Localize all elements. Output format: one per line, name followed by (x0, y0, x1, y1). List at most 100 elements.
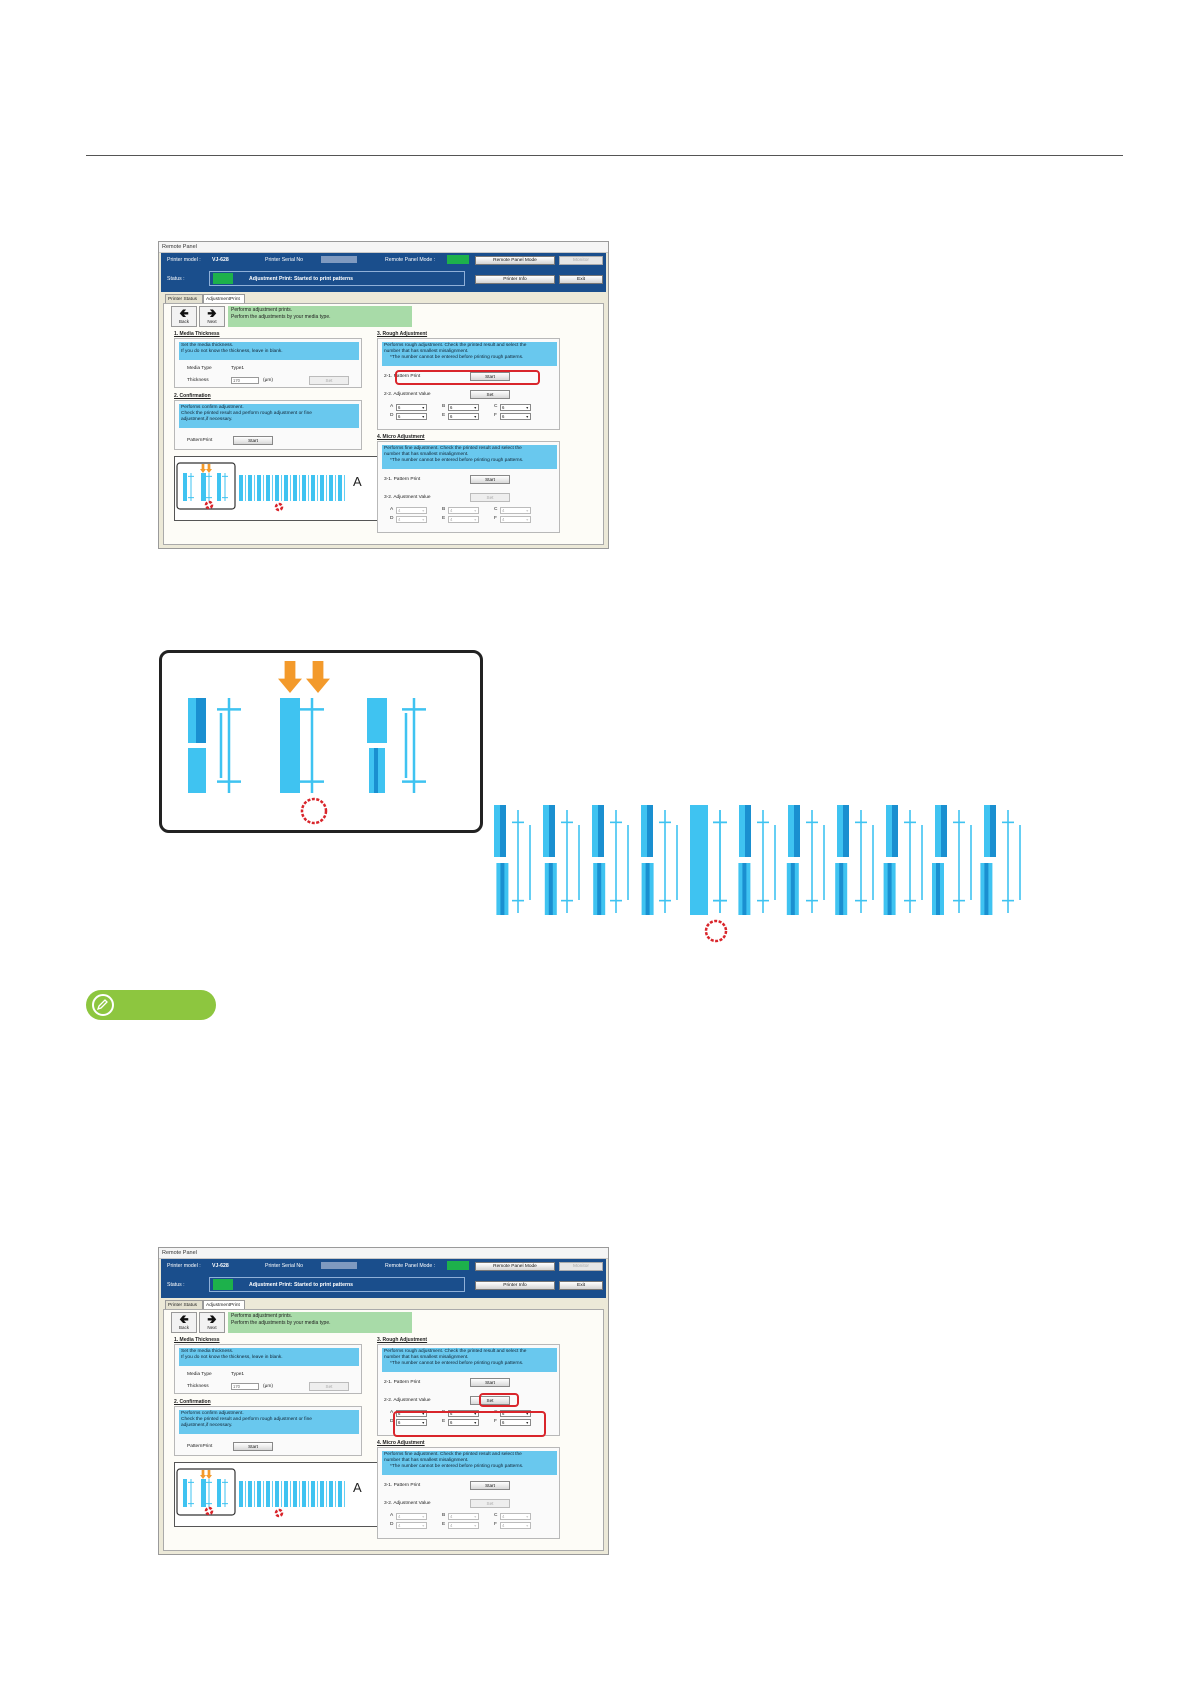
next-button[interactable]: 🢂 Next (199, 306, 225, 327)
info-line: Performs fine adjustment. Check the prin… (384, 1452, 522, 1457)
status-text: Adjustment Print: Started to print patte… (249, 276, 354, 282)
down-arrow-icon (306, 661, 330, 693)
pattern-bar (936, 863, 940, 915)
value-dropdown-e[interactable]: 6 (448, 1419, 479, 1426)
back-arrow-icon: 🢀 (179, 306, 189, 320)
value-dropdown-f[interactable]: 6 (500, 413, 531, 420)
pattern-bar (217, 473, 221, 501)
section-divider (86, 155, 1123, 156)
next-arrow-icon: 🢂 (207, 306, 217, 320)
status-frame (209, 271, 465, 286)
thickness-set-button[interactable]: Set (309, 1382, 349, 1391)
value-dropdown-b[interactable]: 4 (448, 1513, 479, 1520)
thickness-label: Thickness (187, 1384, 209, 1389)
thickness-unit: (μm) (263, 378, 273, 383)
tab-printer-status[interactable]: Printer Status (165, 294, 203, 303)
mode-indicator (447, 255, 469, 264)
exit-button[interactable]: Exit (559, 1281, 603, 1290)
thickness-input[interactable]: 170 (231, 377, 259, 384)
info-line: number that has smallest misalignment. (384, 1458, 469, 1463)
micro-set-button[interactable]: Set (470, 1499, 510, 1508)
value-dropdown-d[interactable]: 6 (396, 1419, 427, 1426)
micro-set-button[interactable]: Set (470, 493, 510, 502)
monitor-button[interactable]: Monitor (559, 256, 603, 265)
status-text: Adjustment Print: Started to print patte… (249, 1282, 354, 1288)
rough-start-button[interactable]: Start (470, 372, 510, 381)
value-dropdown-a[interactable]: 4 (396, 1513, 427, 1520)
exit-button[interactable]: Exit (559, 275, 603, 284)
serial-value-field (321, 256, 357, 263)
back-button[interactable]: 🢀 Back (171, 1312, 197, 1333)
micro-start-button[interactable]: Start (470, 1481, 510, 1490)
value-dropdown-c[interactable]: 4 (500, 507, 531, 514)
thickness-input[interactable]: 170 (231, 1383, 259, 1390)
info-line: *The number cannot be entered before pri… (390, 458, 524, 463)
value-dropdown-e[interactable]: 4 (448, 1522, 479, 1529)
value-dropdown-d[interactable]: 4 (396, 516, 427, 523)
rough-set-button[interactable]: Set (470, 1396, 510, 1405)
value-dropdown-f[interactable]: 4 (500, 1522, 531, 1529)
value-dropdown-c[interactable]: 6 (500, 404, 531, 411)
adjustment-body: 🢀 Back 🢂 Next Performs adjustment prints… (163, 303, 604, 545)
confirmation-info: Performs confirm adjustment. Check the p… (179, 404, 359, 428)
micro-adjust-value-label: 3-2. Adjustment Value (384, 495, 431, 500)
value-dropdown-b[interactable]: 4 (448, 507, 479, 514)
value-dropdown-b[interactable]: 6 (448, 404, 479, 411)
value-dropdown-d[interactable]: 6 (396, 413, 427, 420)
monitor-button[interactable]: Monitor (559, 1262, 603, 1271)
pattern-bar (641, 805, 650, 857)
confirm-start-button[interactable]: Start (233, 436, 273, 445)
value-dropdown-c[interactable]: 6 (500, 1410, 531, 1417)
down-arrow-icon (206, 1470, 212, 1479)
rough-adjust-value-label: 2-2. Adjustment Value (384, 1398, 431, 1403)
value-dropdown-b[interactable]: 6 (448, 1410, 479, 1417)
micro-start-button[interactable]: Start (470, 475, 510, 484)
value-dropdown-a[interactable]: 4 (396, 507, 427, 514)
highlight-pattern-print (395, 370, 540, 385)
pattern-bar (311, 1481, 315, 1507)
pattern-bar (990, 805, 996, 857)
status-label: Status : (167, 276, 185, 282)
tab-adjustment-print[interactable]: AdjustmentPrint (203, 294, 245, 303)
mini-zoom-frame (176, 1468, 236, 1516)
pattern-bar (302, 1481, 306, 1507)
confirmation-box: Performs confirm adjustment. Check the p… (174, 1406, 362, 1456)
value-dropdown-f[interactable]: 6 (500, 1419, 531, 1426)
remote-panel-mode-button[interactable]: Remote Panel Mode (475, 1262, 555, 1271)
hand-drawn-circle-mark (300, 797, 328, 825)
pattern-bar (592, 805, 601, 857)
media-type-label: Media Type (187, 1372, 212, 1377)
info-line: *The number cannot be entered before pri… (390, 1464, 524, 1469)
mode-label: Remote Panel Mode : (385, 257, 436, 263)
value-dropdown-a[interactable]: 6 (396, 404, 427, 411)
tab-adjustment-print[interactable]: AdjustmentPrint (203, 1300, 245, 1309)
pattern-bar (188, 748, 206, 793)
rough-set-button[interactable]: Set (470, 390, 510, 399)
thickness-set-button[interactable]: Set (309, 376, 349, 385)
value-dropdown-e[interactable]: 6 (448, 413, 479, 420)
pattern-bar (739, 805, 748, 857)
value-dropdown-c[interactable]: 4 (500, 1513, 531, 1520)
pattern-bar (293, 1481, 297, 1507)
printer-model-value: VJ-628 (212, 257, 229, 263)
value-dropdown-e[interactable]: 4 (448, 516, 479, 523)
printer-info-button[interactable]: Printer Info (475, 275, 555, 284)
back-button[interactable]: 🢀 Back (171, 306, 197, 327)
media-thickness-box: Set the media thickness. If you do not k… (174, 1344, 362, 1394)
down-arrow-icon (206, 464, 212, 473)
back-label: Back (178, 1325, 189, 1330)
printer-info-button[interactable]: Printer Info (475, 1281, 555, 1290)
value-dropdown-f[interactable]: 4 (500, 516, 531, 523)
remote-panel-mode-button[interactable]: Remote Panel Mode (475, 256, 555, 265)
next-button[interactable]: 🢂 Next (199, 1312, 225, 1333)
tab-printer-status[interactable]: Printer Status (165, 1300, 203, 1309)
rough-start-button[interactable]: Start (470, 1378, 510, 1387)
pattern-bar (266, 1481, 270, 1507)
rough-adjustment-box: Performs rough adjustment. Check the pri… (377, 1344, 560, 1436)
window-title: Remote Panel (159, 1248, 608, 1259)
mini-pattern-graphic (176, 462, 345, 512)
confirm-start-button[interactable]: Start (233, 1442, 273, 1451)
back-arrow-icon: 🢀 (179, 1312, 189, 1326)
selector-letter: E (442, 516, 446, 521)
value-dropdown-d[interactable]: 4 (396, 1522, 427, 1529)
